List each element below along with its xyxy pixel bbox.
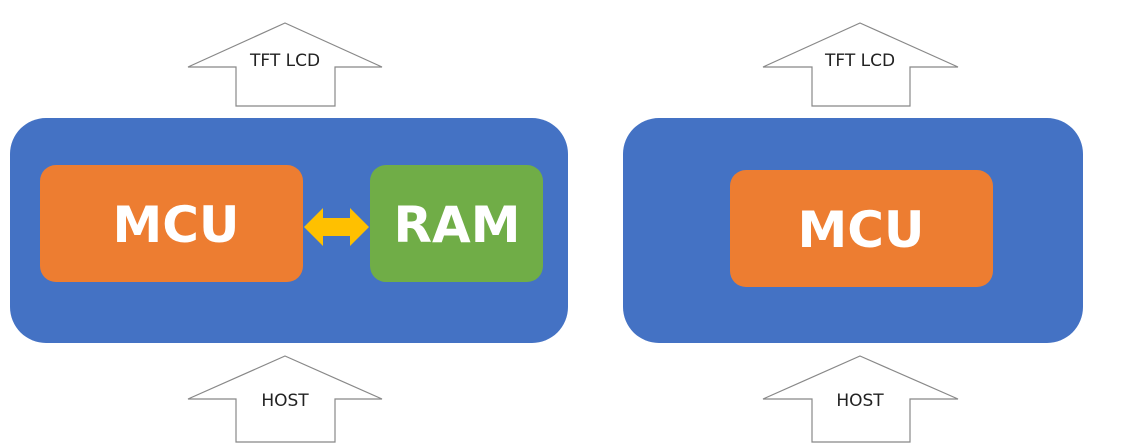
mcu-label: MCU bbox=[797, 201, 924, 259]
mcu-label: MCU bbox=[112, 196, 239, 254]
ram-label: RAM bbox=[394, 196, 521, 254]
tft-lcd-label: TFT LCD bbox=[249, 51, 320, 71]
mcu-block bbox=[40, 165, 303, 282]
tft-lcd-output-arrow bbox=[187, 22, 383, 107]
host-input-arrow bbox=[762, 355, 959, 443]
tft-lcd-output-arrow bbox=[762, 22, 959, 107]
diagram-mcu-only: TFT LCD MCU HOST bbox=[623, 22, 1083, 443]
host-input-arrow bbox=[187, 355, 383, 443]
host-label: HOST bbox=[836, 391, 884, 411]
host-label: HOST bbox=[261, 391, 309, 411]
bidirectional-bus-arrow bbox=[304, 208, 369, 246]
tft-lcd-label: TFT LCD bbox=[824, 51, 895, 71]
mcu-block bbox=[730, 170, 993, 287]
ram-block bbox=[370, 165, 543, 282]
diagram-with-external-ram: TFT LCD MCU RAM HOST bbox=[10, 22, 568, 443]
